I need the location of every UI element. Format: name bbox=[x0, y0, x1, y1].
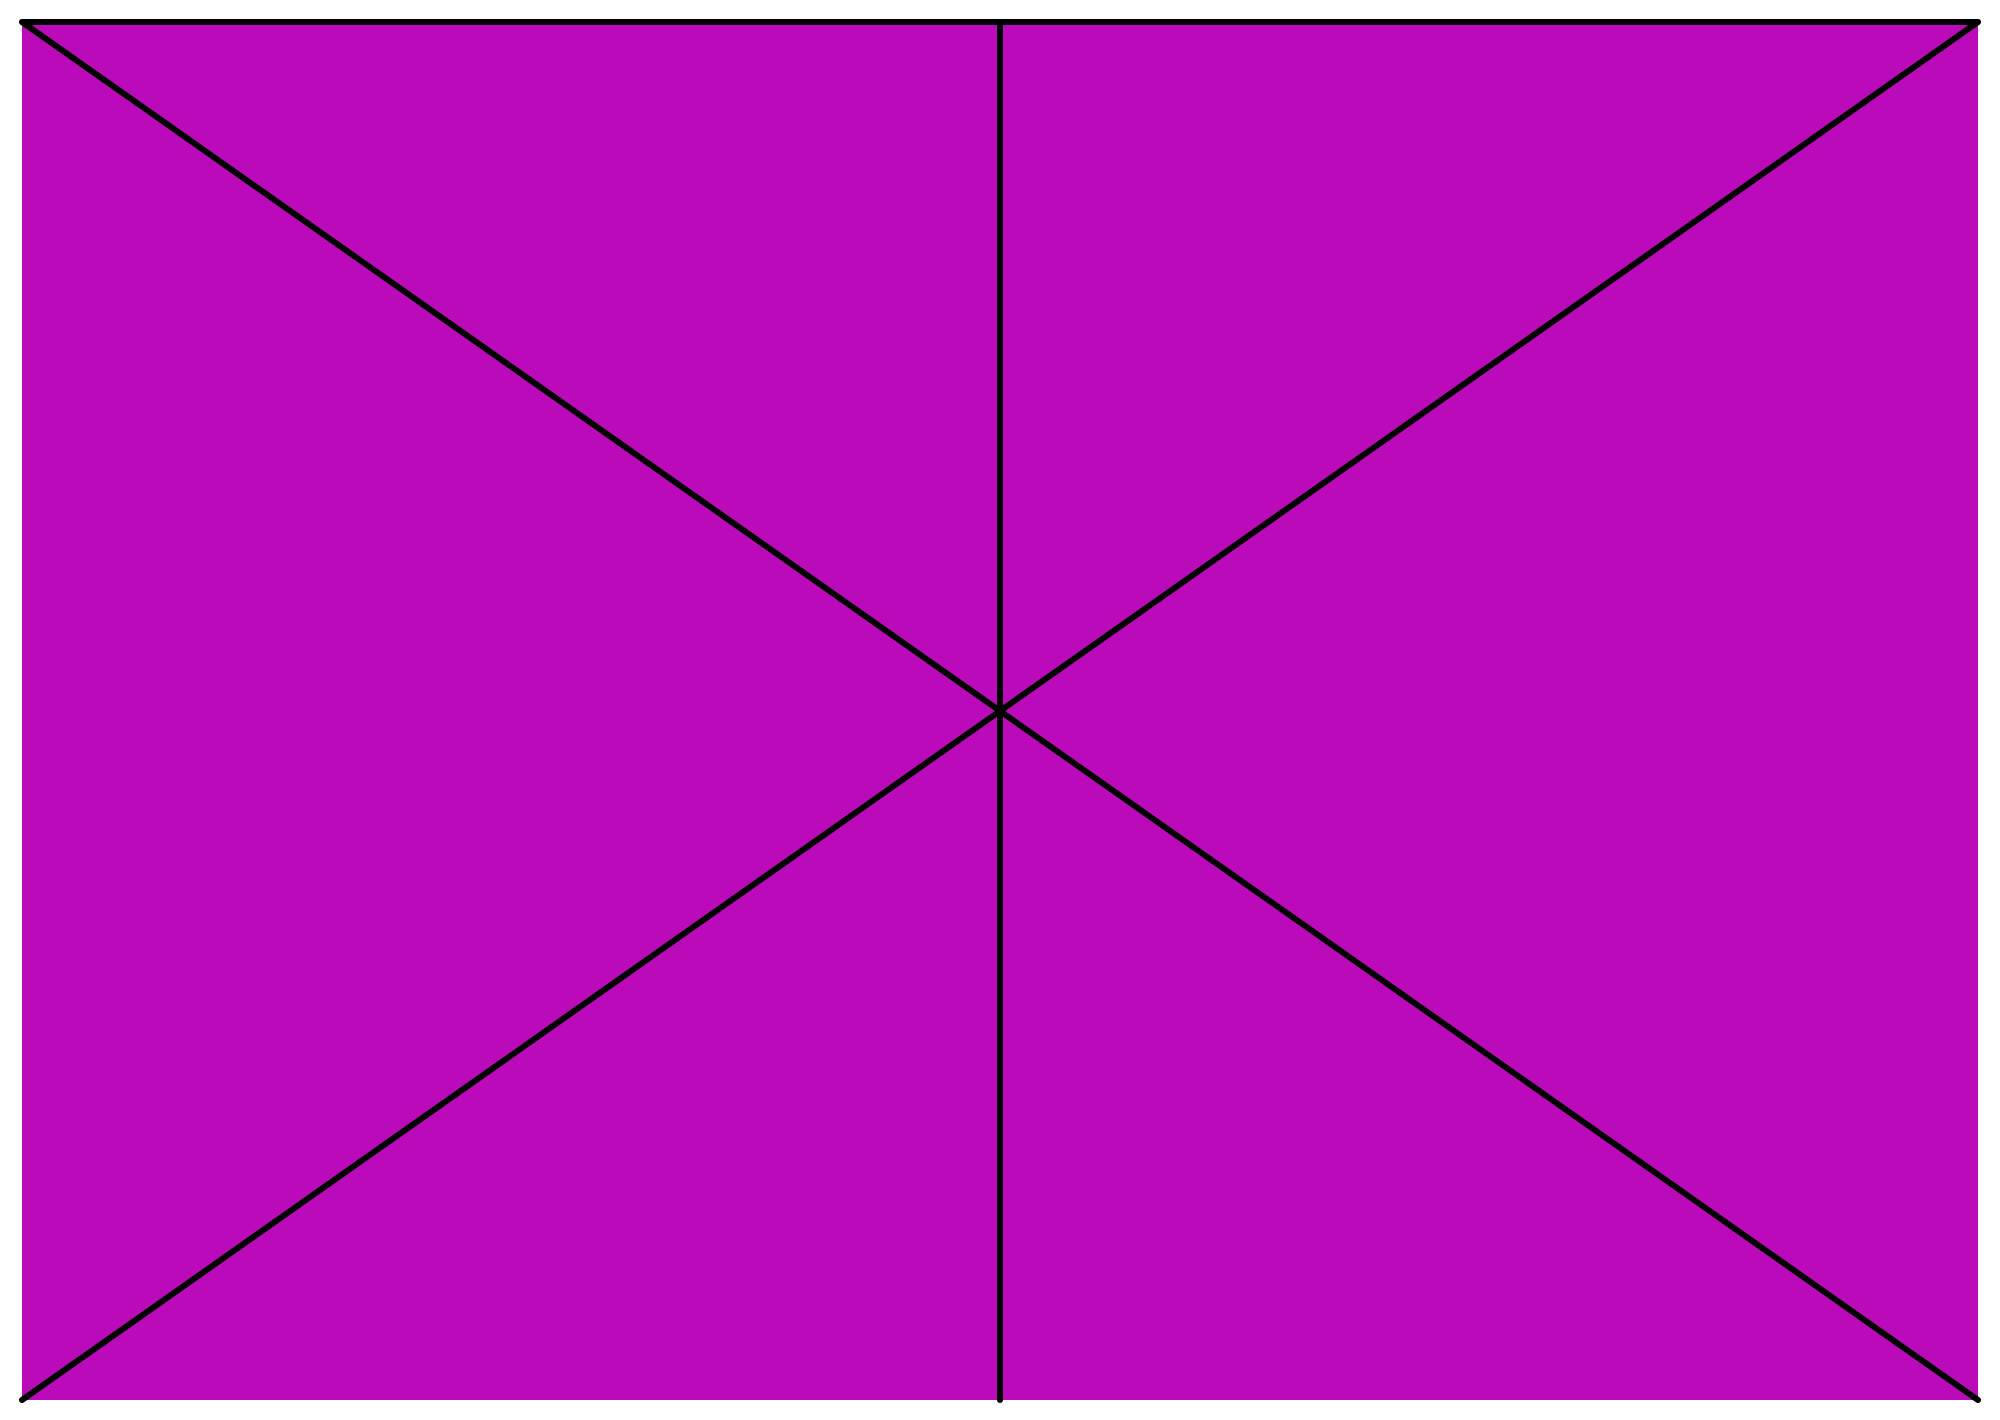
diagonal-line-top-right-to-bottom-left bbox=[19, 19, 1981, 1403]
